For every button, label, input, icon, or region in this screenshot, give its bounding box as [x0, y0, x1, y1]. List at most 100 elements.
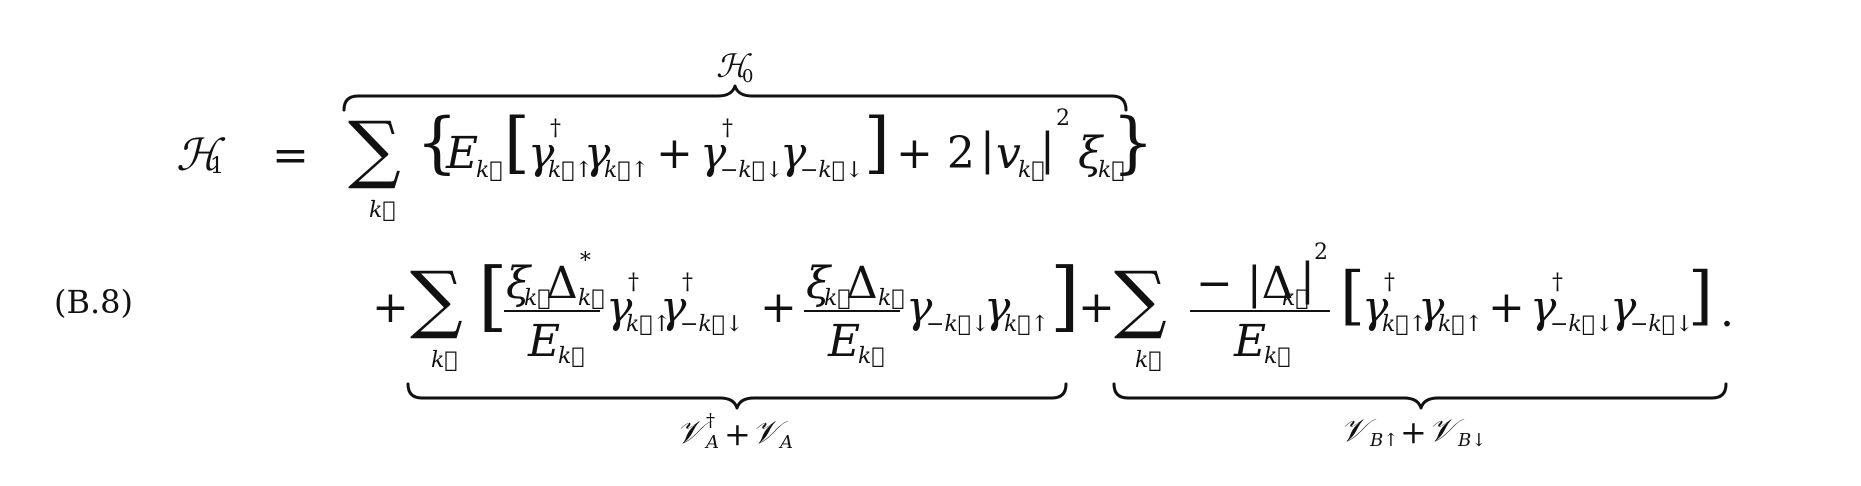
frac1-xi-sub: k⃗	[524, 286, 551, 311]
underbrace-left-label: 𝒱	[676, 413, 703, 451]
xi-1: ξ	[1078, 128, 1103, 179]
frac2-delta: Δ	[846, 258, 878, 309]
frac2-delta-sub: k⃗	[878, 286, 905, 311]
v-coefficient: v	[996, 128, 1021, 179]
gamma-2-sub: k⃗↑	[604, 158, 649, 183]
plus-mid: +	[1078, 282, 1115, 333]
square-open-2: [	[478, 251, 508, 340]
line2-gamma-3-sub: −k⃗↓	[926, 312, 990, 337]
line2-gamma-5-sup: †	[1384, 270, 1395, 295]
lhs-subscript: 1	[210, 154, 224, 179]
square-close-3: ]	[1688, 259, 1713, 333]
sum-index-1: k⃗	[369, 198, 396, 223]
gamma-4: γ	[780, 128, 807, 179]
frac3-den-sub: k⃗	[1264, 344, 1291, 369]
line2-gamma-6: γ	[1418, 282, 1445, 333]
underbrace-right-v2: 𝒱	[1428, 411, 1455, 449]
line2-gamma-1-sub: k⃗↑	[626, 312, 671, 337]
sum-index-2: k⃗	[431, 348, 458, 373]
frac3-num-sub: k⃗	[1282, 286, 1309, 311]
underbrace-right-sub: B↑	[1370, 430, 1399, 451]
underbrace-left	[406, 382, 1068, 410]
curly-open: {	[416, 104, 458, 181]
underbrace-right-plus: +	[1400, 413, 1427, 451]
energy-E-sub: k⃗	[476, 158, 503, 183]
line2-gamma-7: γ	[1530, 282, 1557, 333]
overbrace-label: ℋ	[716, 47, 748, 85]
square-close-2: ]	[1050, 251, 1080, 340]
line2-gamma-1: γ	[606, 282, 633, 333]
line2-gamma-1-sup: †	[628, 270, 639, 295]
line2-gamma-3: γ	[906, 282, 933, 333]
equals-sign: =	[272, 130, 309, 181]
line2-gamma-5: γ	[1362, 282, 1389, 333]
lhs-hamiltonian: ℋ	[176, 130, 220, 181]
line2-gamma-8-sub: −k⃗↓	[1630, 312, 1694, 337]
gamma-1: γ	[528, 128, 555, 179]
frac3-num-close: |	[1300, 254, 1315, 305]
gamma-4-sub: −k⃗↓	[800, 158, 864, 183]
frac2-den-sub: k⃗	[858, 344, 885, 369]
energy-E: E	[446, 128, 479, 179]
line2-gamma-7-sup: †	[1552, 270, 1563, 295]
line2-gamma-7-sub: −k⃗↓	[1550, 312, 1614, 337]
line2-gamma-8: γ	[1610, 282, 1637, 333]
line2-plus-2: +	[1488, 282, 1525, 333]
frac1-den-E: E	[528, 316, 561, 367]
underbrace-left-v2-sub: A	[780, 432, 793, 453]
overbrace-label-sub: 0	[742, 66, 754, 87]
underbrace-left-plus: +	[724, 415, 751, 453]
line2-gamma-2-sup: †	[682, 270, 693, 295]
frac1-bar	[504, 310, 600, 312]
square-open-3: [	[1340, 259, 1365, 333]
curly-close: }	[1112, 104, 1154, 181]
sum-index-3: k⃗	[1135, 348, 1162, 373]
line2-gamma-5-sub: k⃗↑	[1382, 312, 1427, 337]
frac1-delta-sub: k⃗	[578, 286, 605, 311]
underbrace-left-sup: †	[706, 410, 715, 431]
square-close-1: ]	[864, 104, 890, 181]
line2-plus-1: +	[760, 282, 797, 333]
gamma-2: γ	[584, 128, 611, 179]
line2-gamma-2-sub: −k⃗↓	[680, 312, 744, 337]
frac1-xi: ξ	[506, 258, 531, 309]
frac2-bar	[804, 310, 900, 312]
underbrace-left-v2: 𝒱	[752, 413, 779, 451]
frac2-xi-sub: k⃗	[824, 286, 851, 311]
gamma-1-sup: †	[550, 116, 561, 141]
underbrace-left-sub: A	[706, 432, 719, 453]
line2-gamma-6-sub: k⃗↑	[1438, 312, 1483, 337]
abs-close: |	[1040, 124, 1055, 175]
plus-1: +	[656, 128, 693, 179]
sum-symbol-1: ∑	[348, 106, 401, 192]
plus-lead: +	[372, 282, 409, 333]
gamma-1-sub: k⃗↑	[548, 158, 593, 183]
frac3-num-sup: 2	[1314, 240, 1328, 265]
underbrace-right-label: 𝒱	[1340, 411, 1367, 449]
frac3-bar	[1190, 310, 1330, 312]
overbrace	[342, 84, 1128, 112]
period: .	[1720, 286, 1734, 337]
xi-1-sub: k⃗	[1098, 158, 1125, 183]
gamma-3-sub: −k⃗↓	[720, 158, 784, 183]
sum-symbol-2: ∑	[410, 256, 463, 342]
frac2-den-E: E	[828, 316, 861, 367]
gamma-3-sup: †	[722, 116, 733, 141]
v-sub: k⃗	[1018, 158, 1045, 183]
gamma-3: γ	[700, 128, 727, 179]
square-open-1: [	[504, 104, 530, 181]
frac3-num: − |Δ	[1196, 258, 1294, 309]
sum-symbol-3: ∑	[1114, 256, 1167, 342]
line2-gamma-4: γ	[984, 282, 1011, 333]
abs-open: |	[980, 124, 995, 175]
line2-gamma-2: γ	[660, 282, 687, 333]
frac2-xi: ξ	[806, 258, 831, 309]
line2-gamma-4-sub: k⃗↑	[1004, 312, 1049, 337]
frac1-delta: Δ	[546, 258, 578, 309]
underbrace-right-v2-sub: B↓	[1458, 430, 1487, 451]
frac3-den-E: E	[1234, 316, 1267, 367]
square-exponent: 2	[1056, 106, 1070, 131]
frac1-delta-sup: ∗	[578, 244, 593, 269]
frac1-den-sub: k⃗	[558, 344, 585, 369]
